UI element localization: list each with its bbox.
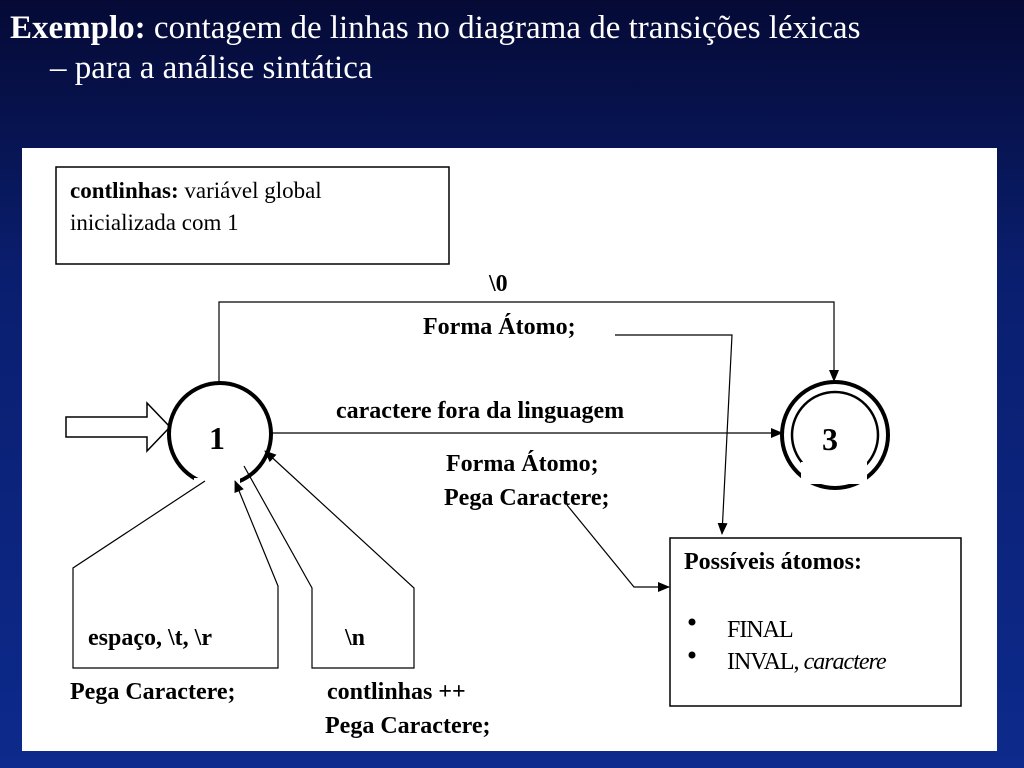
loop-newline-action2: Pega Caractere;	[325, 713, 490, 739]
loop-whitespace-action: Pega Caractere;	[70, 679, 235, 705]
atoms-title: Possíveis átomos:	[684, 549, 862, 575]
diagram-panel: contlinhas: variável global inicializada…	[22, 148, 997, 751]
edge-invalid-char-label: caractere fora da linguagem	[336, 398, 624, 424]
global-variable-note: contlinhas: variável global inicializada…	[55, 166, 450, 265]
pointer-middle-action-to-atoms	[566, 504, 670, 592]
loop-whitespace-label: espaço, \t, \r	[88, 625, 212, 651]
loop-newline-action1: contlinhas ++	[327, 679, 466, 705]
title-prefix: Exemplo:	[10, 10, 146, 46]
svg-text:contlinhas: variável global: contlinhas: variável global	[70, 178, 322, 203]
initial-state-arrow	[65, 401, 172, 453]
state-3-final: 3	[780, 380, 890, 490]
edge-null-char	[218, 301, 839, 384]
edge-invalid-char-action2: Pega Caractere;	[444, 485, 609, 511]
atom-inval-char: caractere	[804, 649, 887, 675]
edge-invalid-char-action1: Forma Átomo;	[446, 451, 599, 477]
state-3-label: 3	[822, 421, 838, 457]
loop-newline: \n contlinhas ++ Pega Caractere;	[243, 450, 490, 739]
note-variable-name: contlinhas:	[70, 178, 179, 203]
edge-null-char-label: \0	[488, 271, 508, 297]
bullet-2	[688, 651, 696, 659]
note-description: variável global	[179, 178, 322, 203]
note-line2: inicializada com 1	[70, 210, 239, 235]
title-line2: – para a análise sintática	[50, 50, 373, 86]
state-1-label: 1	[209, 420, 225, 456]
title-line1: contagem de linhas no diagrama de transi…	[145, 10, 861, 46]
edge-null-char-action: Forma Átomo;	[423, 314, 576, 340]
loop-newline-label: \n	[344, 625, 365, 651]
atom-final: FINAL	[727, 617, 793, 643]
bullet-1	[688, 618, 696, 626]
svg-text:INVAL, caractere: INVAL, caractere	[727, 649, 887, 675]
pointer-top-action-to-atoms	[615, 334, 733, 535]
slide-title: Exemplo: contagem de linhas no diagrama …	[10, 8, 1010, 88]
transition-diagram: contlinhas: variável global inicializada…	[55, 166, 962, 739]
loop-whitespace: espaço, \t, \r Pega Caractere;	[70, 480, 279, 705]
atom-inval: INVAL,	[727, 649, 804, 675]
possible-atoms-box: Possíveis átomos: FINAL INVAL, caractere	[669, 537, 962, 707]
state-1: 1	[167, 381, 273, 490]
